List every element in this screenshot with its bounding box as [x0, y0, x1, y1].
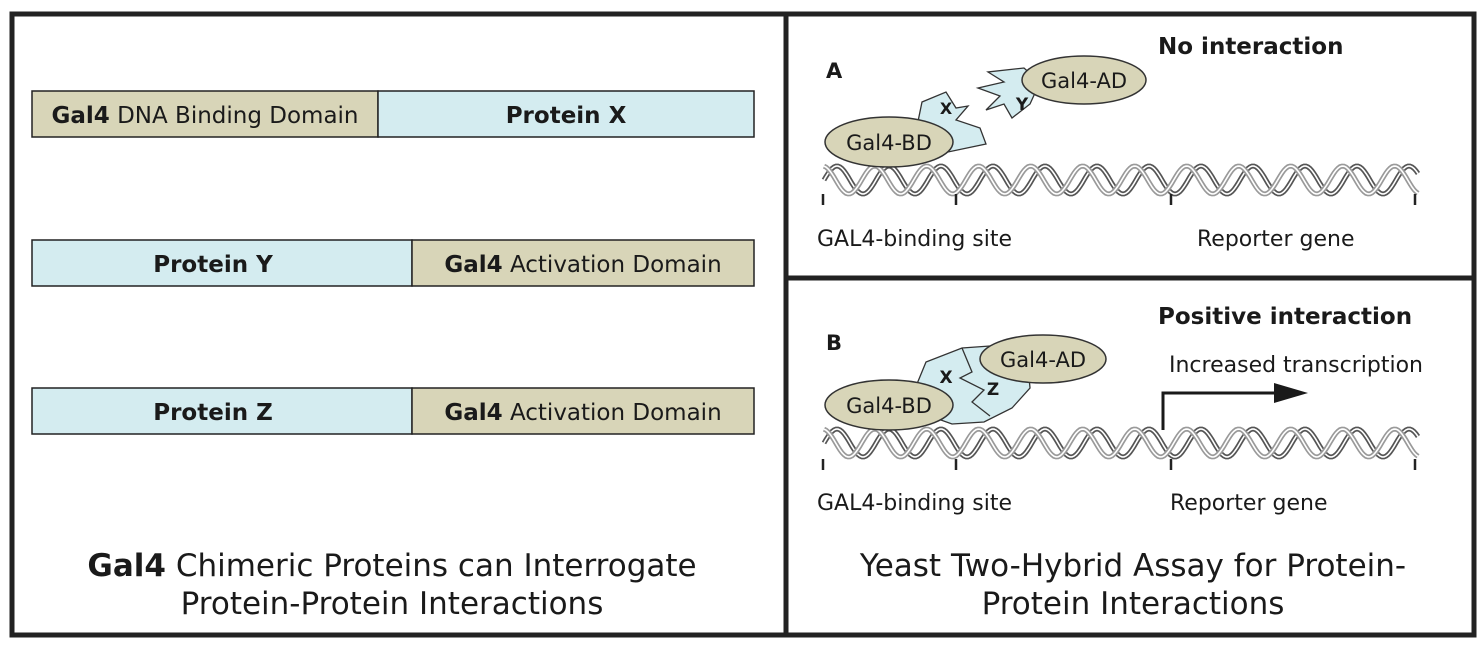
- gal4-activation-domain-box: [411, 239, 755, 287]
- construct-1-protein-label: Protein X: [506, 103, 627, 129]
- protein-x-label: X: [940, 99, 953, 118]
- panel-a-binding-site-label: GAL4-binding site: [817, 227, 1012, 252]
- gal4-ad-ellipse: [1021, 55, 1147, 105]
- panel-a-reporter-gene-label: Reporter gene: [1197, 227, 1354, 252]
- protein-x-box: [377, 90, 755, 138]
- gal4-bd-label: Gal4-BD: [846, 394, 932, 418]
- panel-a-ticks: [821, 194, 1417, 205]
- panel-a-letter: A: [826, 59, 843, 83]
- panel-b: B Positive interaction X Z Gal4-AD Gal4-…: [817, 304, 1423, 516]
- dna-strand-highlight: [823, 165, 1419, 195]
- construct-1-domain-label: Gal4 DNA Binding Domain: [51, 103, 358, 129]
- protein-x-z-interface: [958, 347, 991, 417]
- construct-2-domain-label: Gal4 Activation Domain: [444, 252, 721, 278]
- construct-2: Protein Y Gal4 Activation Domain: [31, 239, 755, 287]
- dna-strand-highlight: [823, 165, 1419, 195]
- gal4-bd-label: Gal4-BD: [846, 131, 932, 155]
- construct-3-protein-label: Protein Z: [153, 400, 273, 426]
- dna-strand-highlight: [823, 428, 1419, 458]
- construct-2-protein-label: Protein Y: [153, 252, 273, 278]
- construct-1: Gal4 DNA Binding Domain Protein X: [31, 90, 755, 138]
- gal4-ad-label: Gal4-AD: [1000, 348, 1086, 372]
- panel-a-title: No interaction: [1158, 34, 1343, 60]
- left-caption-line-2: Protein-Protein Interactions: [181, 586, 604, 622]
- protein-x-label: X: [939, 368, 952, 388]
- right-caption-line-1: Yeast Two-Hybrid Assay for Protein-: [859, 548, 1406, 584]
- left-caption-line-1: Gal4 Chimeric Proteins can Interrogate: [87, 548, 696, 584]
- gal4-binding-domain-box: [31, 90, 379, 138]
- gal4-bd-ellipse: [824, 116, 954, 168]
- gal4-bd-ellipse: [824, 379, 954, 431]
- protein-y-box: [31, 239, 413, 287]
- protein-y-label: Y: [1015, 95, 1029, 115]
- panel-b-ticks: [821, 459, 1417, 470]
- construct-3: Protein Z Gal4 Activation Domain: [31, 387, 755, 435]
- panel-b-binding-site-label: GAL4-binding site: [817, 491, 1012, 516]
- protein-z-label: Z: [987, 380, 999, 400]
- panel-b-dna-helix: [821, 426, 1421, 460]
- gal4-ad-ellipse: [979, 334, 1107, 384]
- gal4-activation-domain-box: [411, 387, 755, 435]
- panel-a: A No interaction X Y Gal4-AD Gal4-BD GAL…: [817, 34, 1421, 252]
- panel-b-reporter-gene-label: Reporter gene: [1170, 491, 1327, 516]
- dna-strand-highlight: [823, 428, 1419, 458]
- increased-transcription-label: Increased transcription: [1169, 353, 1423, 378]
- gal4-ad-label: Gal4-AD: [1041, 69, 1127, 93]
- panel-b-letter: B: [826, 331, 842, 355]
- construct-3-domain-label: Gal4 Activation Domain: [444, 400, 721, 426]
- transcription-arrow: [1161, 383, 1308, 430]
- protein-z-box: [31, 387, 413, 435]
- panel-a-dna-helix: [821, 163, 1421, 197]
- right-caption-line-2: Protein Interactions: [982, 586, 1285, 622]
- panel-b-title: Positive interaction: [1158, 304, 1412, 330]
